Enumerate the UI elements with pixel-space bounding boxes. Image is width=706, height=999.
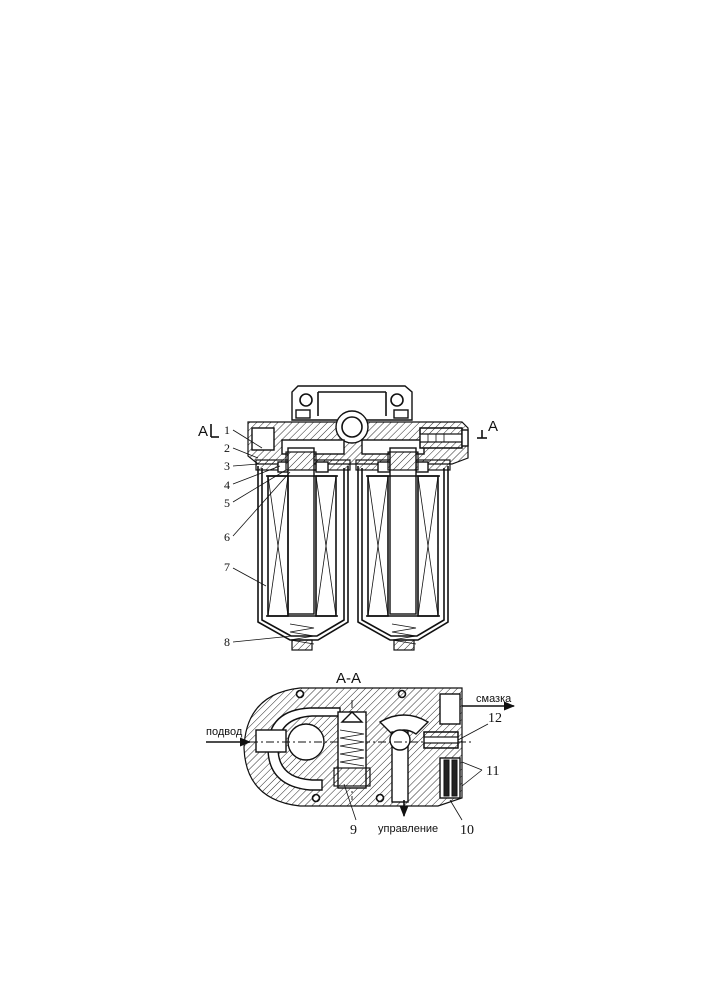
section-mark-right: A (477, 418, 498, 439)
callout-8: 8 (224, 635, 230, 649)
callout-2: 2 (224, 441, 230, 455)
section-title: А-А (336, 670, 361, 687)
control-label: управление (378, 823, 438, 835)
section-letter-left: A (198, 423, 208, 440)
callout-6: 6 (224, 530, 230, 544)
relief-valve (333, 711, 371, 789)
callout-3: 3 (224, 459, 230, 473)
section-letter-right: A (488, 418, 498, 435)
callout-4: 4 (224, 478, 230, 492)
inlet-label: подвод (206, 726, 243, 738)
callout-9: 9 (350, 823, 357, 838)
callout-5: 5 (224, 496, 230, 510)
left-filter-housing (255, 447, 351, 651)
right-filter-housing (355, 447, 451, 651)
callout-12: 12 (488, 711, 502, 726)
front-callouts: 1 2 3 4 5 6 7 8 (224, 423, 230, 649)
front-view: A A 1 2 3 4 5 6 7 8 (198, 385, 498, 651)
section-view: А-А (206, 670, 516, 838)
callout-11: 11 (486, 764, 499, 779)
side-valves (423, 731, 461, 799)
section-mark-left: A (198, 423, 219, 440)
callout-7: 7 (224, 560, 230, 574)
front-leaders (232, 429, 293, 643)
filter-head (247, 410, 469, 465)
callout-1: 1 (224, 423, 230, 437)
callout-10: 10 (460, 823, 474, 838)
lubrication-label: смазка (476, 693, 512, 705)
mounting-bracket (291, 385, 413, 421)
